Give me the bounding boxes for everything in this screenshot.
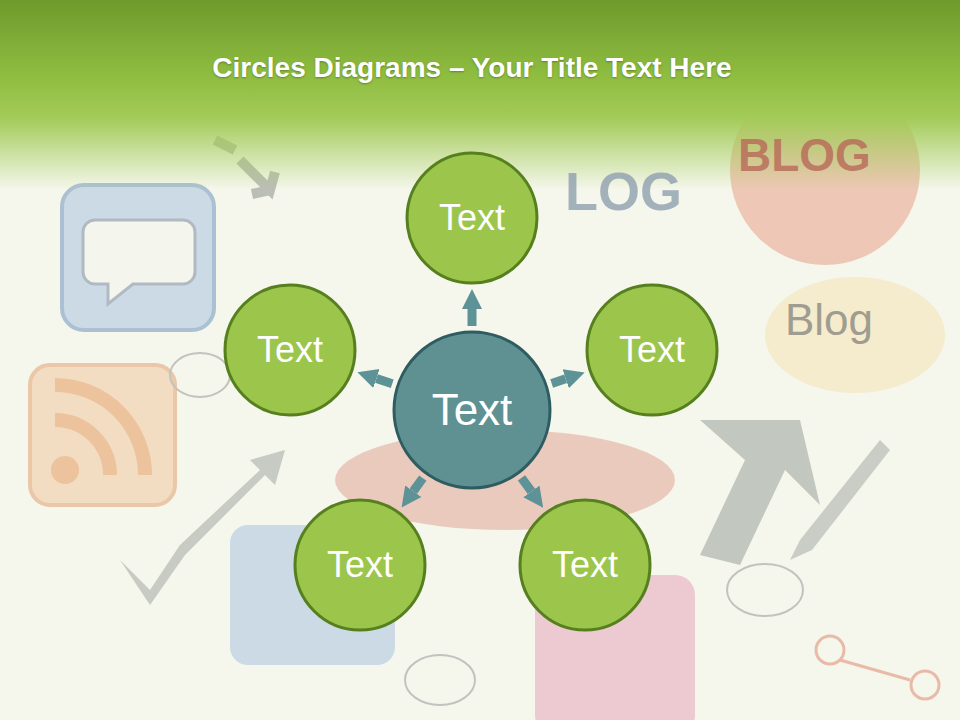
- circle-label: Text: [257, 330, 323, 370]
- watermark-word: Blog: [785, 295, 873, 345]
- circle-fill: [225, 285, 355, 415]
- watermark-word: LOG: [565, 160, 682, 222]
- circle-fill: [407, 153, 537, 283]
- rss-icon: [30, 365, 175, 505]
- connector-arrow: [376, 378, 392, 383]
- circle-fill: [295, 500, 425, 630]
- rss-dot: [51, 456, 79, 484]
- yellow-cloud: [765, 277, 945, 393]
- network-dot: [816, 636, 844, 664]
- thought-bubble: [727, 564, 803, 616]
- circle-fill: [587, 285, 717, 415]
- thought-bubble: [405, 655, 475, 705]
- circle-label: Text: [327, 545, 393, 585]
- circle-label: Text: [619, 330, 685, 370]
- slide-title: Circles Diagrams – Your Title Text Here: [0, 52, 944, 84]
- connector-arrow: [413, 478, 423, 491]
- text-holder: Text: [392, 330, 552, 490]
- outer-circle: Text: [405, 151, 539, 285]
- circle-fill: [520, 500, 650, 630]
- thought-bubble: [170, 353, 230, 397]
- chat-icon: [62, 185, 214, 330]
- network-dot: [911, 671, 939, 699]
- text-holder: Text: [518, 498, 652, 632]
- connector-arrow: [521, 478, 531, 492]
- outer-circle: Text: [585, 283, 719, 417]
- center-circle: Text: [392, 330, 552, 490]
- chat-bubble: [83, 220, 195, 304]
- outer-circle: Text: [518, 498, 652, 632]
- connector-arrow: [552, 379, 566, 384]
- circle-label: Text: [439, 198, 505, 238]
- text-holder: Text: [223, 283, 357, 417]
- text-holder: Text: [585, 283, 719, 417]
- circle-label: Text: [552, 545, 618, 585]
- network-link: [840, 660, 910, 680]
- circle-label: Text: [432, 386, 513, 434]
- outer-circle: Text: [293, 498, 427, 632]
- watermark-word: BLOG: [738, 128, 871, 182]
- rss-waves: [55, 385, 145, 475]
- text-holder: Text: [405, 151, 539, 285]
- circle-fill: [394, 332, 550, 488]
- pencil: [790, 440, 890, 560]
- text-holder: Text: [293, 498, 427, 632]
- outer-circle: Text: [223, 283, 357, 417]
- connector-arrow: [468, 309, 477, 326]
